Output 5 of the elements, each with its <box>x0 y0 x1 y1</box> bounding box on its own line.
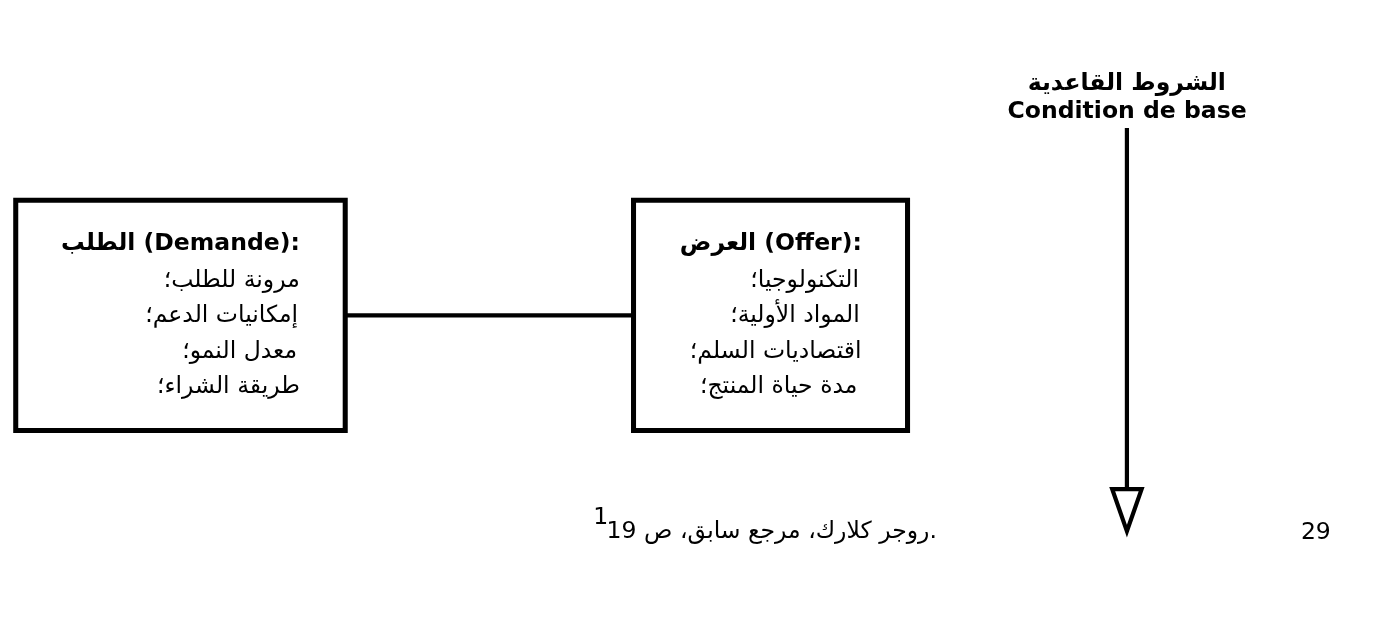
node-box: العرض (Offer): التكنولوجيا؛ المواد الأولية؛ اقتصاديات السلم؛ مدة حياة المنتج؛ <box>631 197 911 433</box>
arrow <box>1109 127 1145 538</box>
label: 29 <box>1300 517 1331 546</box>
connector <box>345 313 634 318</box>
node-box: الطلب (Demande): مرونة للطلب؛ إمكانيات الدعم؛ معدل النمو؛ طريقة الشراء؛ <box>13 197 348 433</box>
